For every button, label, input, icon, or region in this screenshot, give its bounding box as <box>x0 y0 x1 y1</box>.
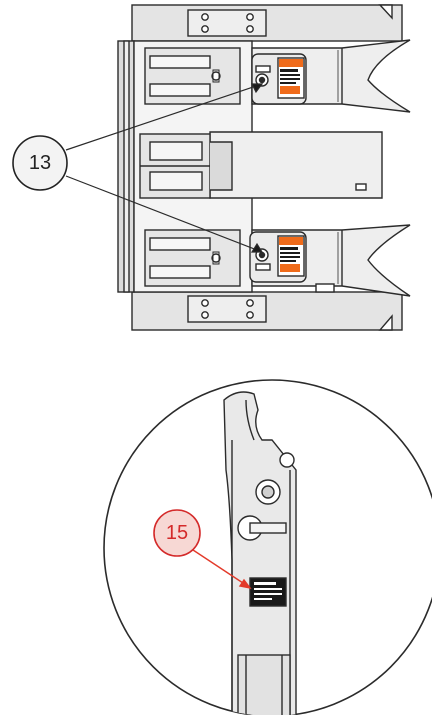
callout-13-leaders <box>65 83 264 253</box>
latch-arm <box>223 391 297 715</box>
callout-15-label: 15 <box>166 522 188 544</box>
carriage-bottom-plate <box>131 291 403 331</box>
carriage-top-plate <box>131 4 403 42</box>
id-label-plate <box>249 577 287 607</box>
fork-carriage-view <box>117 4 411 331</box>
callout-15-leader <box>189 547 252 590</box>
detail-view: 15 <box>103 379 432 715</box>
release-handle <box>249 522 287 534</box>
lower-warning-decal <box>277 235 305 277</box>
upper-warning-decal <box>277 57 305 99</box>
callout-13: 13 <box>12 135 68 191</box>
callout-15: 15 <box>153 509 201 557</box>
callout-13-label: 13 <box>29 152 51 174</box>
